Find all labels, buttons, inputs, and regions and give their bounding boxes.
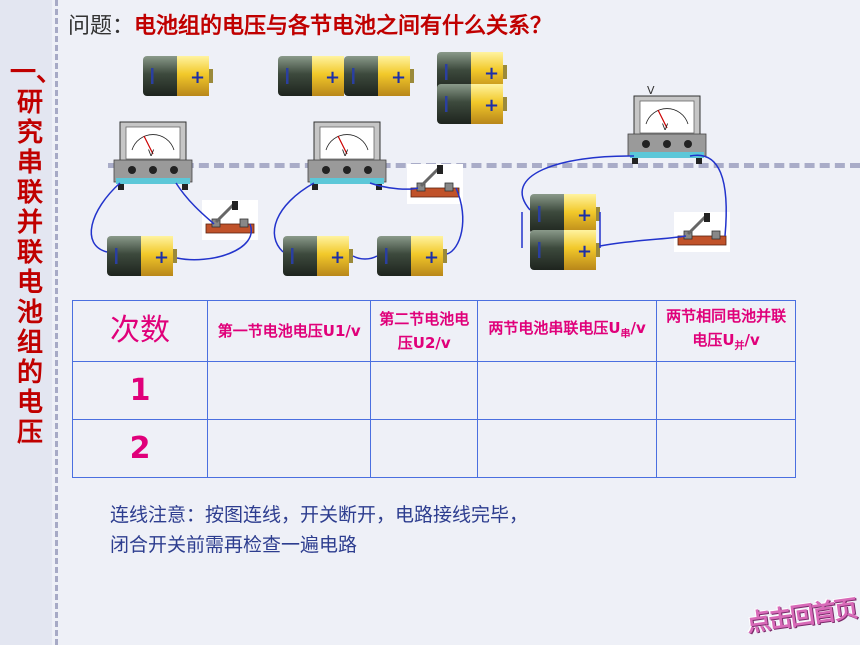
circuit-2-battery-a-icon	[283, 236, 353, 276]
cell-u2[interactable]	[370, 361, 478, 420]
vertical-divider	[55, 0, 58, 645]
table-row: 1	[72, 361, 796, 420]
cell-u1[interactable]	[206, 419, 372, 478]
note-line-2: 闭合开关前需再检查一遍电路	[110, 534, 358, 556]
question-text: 电池组的电压与各节电池之间有什么关系？	[134, 13, 553, 39]
wiring-note: 连线注意：按图连线，开关断开，电路接线完毕， 闭合开关前需再检查一遍电路	[110, 500, 528, 560]
header-series: 两节电池串联电压U串/v	[476, 300, 658, 362]
question-line: 问题：电池组的电压与各节电池之间有什么关系？	[68, 8, 552, 40]
header-count: 次数	[72, 300, 208, 362]
header-u1: 第一节电池电压U1/v	[206, 300, 372, 362]
horizontal-divider	[108, 163, 860, 168]
battery-pair-a-icon	[278, 56, 348, 96]
cell-series[interactable]	[476, 419, 658, 478]
circuit-3-battery-bottom-icon	[530, 230, 600, 270]
cell-series[interactable]	[476, 361, 658, 420]
question-label: 问题：	[68, 14, 135, 39]
voltmeter-3-unit: V	[647, 84, 655, 97]
cell-parallel[interactable]	[656, 361, 796, 420]
single-battery-icon	[143, 56, 213, 96]
battery-pair-b-icon	[344, 56, 414, 96]
data-table: 次数 第一节电池电压U1/v 第二节电池电压U2/v 两节电池串联电压U串/v …	[72, 300, 796, 478]
cell-parallel[interactable]	[656, 419, 796, 478]
circuit-3-battery-top-icon	[530, 194, 600, 234]
switch-3-icon	[672, 210, 732, 254]
voltmeter-3-icon	[627, 95, 707, 165]
circuit-2-battery-b-icon	[377, 236, 447, 276]
header-u2: 第二节电池电压U2/v	[370, 300, 478, 362]
row-label: 1	[72, 361, 208, 420]
header-parallel: 两节相同电池并联电压U并/v	[656, 300, 796, 362]
section-title: 一、研究串联并联电池组的电压	[10, 58, 63, 448]
row-label: 2	[72, 419, 208, 478]
table-header-row: 次数 第一节电池电压U1/v 第二节电池电压U2/v 两节电池串联电压U串/v …	[72, 300, 796, 362]
cell-u1[interactable]	[206, 361, 372, 420]
note-line-1: 连线注意：按图连线，开关断开，电路接线完毕，	[110, 504, 529, 526]
cell-u2[interactable]	[370, 419, 478, 478]
voltmeter-2-icon	[307, 121, 387, 191]
circuit-diagrams: + V	[90, 52, 732, 276]
switch-2-icon	[405, 162, 465, 206]
circuit-1-battery-icon	[107, 236, 177, 276]
parallel-battery-bottom-icon	[437, 84, 507, 124]
home-button[interactable]: 点击回首页	[744, 593, 858, 638]
left-bar	[0, 0, 52, 645]
table-row: 2	[72, 419, 796, 478]
voltmeter-1-icon	[113, 121, 193, 191]
